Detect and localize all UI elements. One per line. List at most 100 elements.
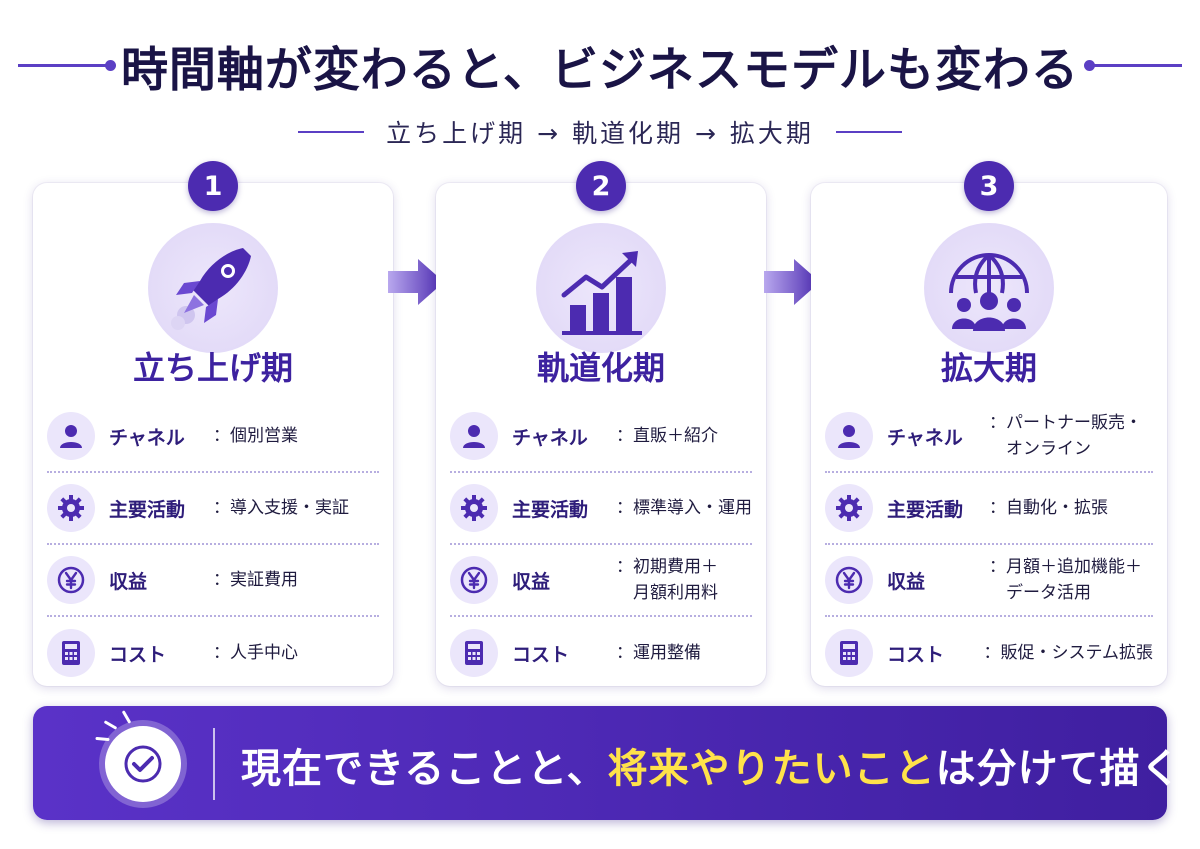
row-activity: 主要活動 ：自動化・拡張	[825, 473, 1153, 545]
banner-divider	[213, 728, 215, 800]
row-value: ：自動化・拡張	[989, 495, 1108, 521]
page-subtitle: 立ち上げ期 → 軌道化期 → 拡大期	[386, 119, 814, 148]
row-revenue: 収益 ：実証費用	[47, 545, 379, 617]
arrow-right-icon	[764, 259, 820, 305]
row-icon-circle	[825, 484, 873, 532]
growth-chart-icon	[561, 251, 642, 335]
row-icon-circle	[47, 484, 95, 532]
summary-banner: 現在できることと、将来やりたいことは分けて描く	[33, 706, 1181, 820]
row-value-line: ：運用整備	[616, 643, 701, 663]
row-icon-circle	[450, 556, 498, 604]
row-value-line: ：人手中心	[213, 643, 298, 663]
sparkle-mark	[121, 710, 132, 724]
row-label: 主要活動	[512, 498, 589, 521]
phase-title-2: 軌道化期	[536, 349, 665, 387]
banner-text-highlight: 将来やりたいこと	[607, 746, 936, 792]
row-value: ：初期費用＋ 月額利用料	[616, 554, 718, 606]
phase-rows-3: チャネル ：パートナー販売・ オンライン 主要活動 ：自動化・拡張 収益 ：月額…	[825, 401, 1153, 689]
row-label: 主要活動	[109, 498, 186, 521]
row-label: 収益	[109, 570, 148, 593]
subtitle-decor-line-right	[835, 131, 902, 133]
banner-text-before: 現在できることと、	[241, 746, 608, 792]
row-icon-circle	[825, 412, 873, 460]
row-activity: 主要活動 ：導入支援・実証	[47, 473, 379, 545]
calculator-icon	[62, 641, 80, 665]
title-area: 時間軸が変わると、ビジネスモデルも変わる	[0, 30, 1200, 100]
calculator-icon	[465, 641, 483, 665]
row-cost: コスト ：運用整備	[450, 617, 752, 689]
row-label: チャネル	[887, 426, 963, 449]
title-decor-dot-left	[105, 60, 116, 71]
row-icon-circle	[825, 629, 873, 677]
banner-text-after: は分けて描く	[935, 746, 1182, 792]
calculator-icon	[840, 641, 858, 665]
phase-rows-1: チャネル ：個別営業 主要活動 ：導入支援・実証 収益 ：実証費用	[47, 401, 379, 689]
yen-icon	[835, 566, 863, 594]
row-label: チャネル	[512, 426, 588, 449]
title-decor-line-right	[1092, 64, 1182, 67]
row-value-line: ：導入支援・実証	[213, 498, 349, 518]
row-value: ：運用整備	[616, 640, 701, 666]
row-channel: チャネル ：個別営業	[47, 401, 379, 473]
hero-icon-circle-3	[924, 223, 1054, 353]
row-value-line: ：標準導入・運用	[616, 498, 752, 518]
check-badge	[105, 726, 181, 802]
row-cost: コスト ：人手中心	[47, 617, 379, 689]
row-value: ：標準導入・運用	[616, 495, 752, 521]
row-value: ：人手中心	[213, 640, 298, 666]
row-value-line: データ活用	[989, 583, 1091, 603]
row-label: コスト	[887, 643, 945, 666]
row-value: ：パートナー販売・ オンライン	[989, 410, 1142, 462]
row-value: ：月額＋追加機能＋ データ活用	[989, 554, 1142, 606]
row-value-line: ：パートナー販売・	[989, 413, 1142, 433]
row-label: コスト	[109, 643, 167, 666]
phase-card-3: 3 拡大期 チャネル	[811, 161, 1167, 689]
row-label: コスト	[512, 643, 570, 666]
row-icon-circle	[450, 484, 498, 532]
person-icon	[463, 425, 485, 448]
row-icon-circle	[47, 412, 95, 460]
row-icon-circle	[825, 556, 873, 604]
person-icon	[838, 425, 860, 448]
phase-rows-2: チャネル ：直販＋紹介 主要活動 ：標準導入・運用 収益 ：初期費用＋ 月額利用…	[450, 401, 752, 689]
row-label: 主要活動	[887, 498, 964, 521]
row-value-line: オンライン	[989, 439, 1091, 459]
row-value: ：個別営業	[213, 423, 298, 449]
hero-icon-circle-1	[148, 223, 278, 353]
row-activity: 主要活動 ：標準導入・運用	[450, 473, 752, 545]
phase-card-2: 2 軌道化期 チャネル ：直販＋紹介 主要活動 ：標準	[436, 161, 766, 689]
row-value: ：直販＋紹介	[616, 423, 718, 449]
row-icon-circle	[47, 556, 95, 604]
globe-people-icon	[949, 253, 1029, 331]
checkmark-icon	[124, 745, 162, 783]
row-channel: チャネル ：パートナー販売・ オンライン	[825, 401, 1153, 473]
person-icon	[60, 425, 82, 448]
row-revenue: 収益 ：月額＋追加機能＋ データ活用	[825, 545, 1153, 617]
row-value: ：販促・システム拡張	[984, 640, 1154, 666]
phase-title-1: 立ち上げ期	[132, 349, 293, 387]
row-value-line: ：初期費用＋	[616, 557, 718, 577]
hero-icon-circle-2	[536, 223, 666, 353]
step-badge-2: 2	[576, 161, 626, 211]
row-value-line: ：自動化・拡張	[989, 498, 1108, 518]
row-value-line: ：販促・システム拡張	[983, 643, 1154, 663]
gear-icon	[461, 495, 487, 521]
title-decor-line-left	[18, 64, 108, 67]
subtitle-area: 立ち上げ期 → 軌道化期 → 拡大期	[0, 112, 1200, 152]
banner-message: 現在できることと、将来やりたいことは分けて描く	[241, 736, 1182, 794]
row-value-line: ：個別営業	[213, 426, 298, 446]
sparkle-mark	[103, 720, 118, 730]
row-label: 収益	[887, 570, 926, 593]
arrow-right-icon	[388, 259, 444, 305]
step-badge-1: 1	[188, 161, 238, 211]
row-label: チャネル	[109, 426, 185, 449]
yen-icon	[57, 566, 85, 594]
row-label: 収益	[512, 570, 551, 593]
phase-title-3: 拡大期	[940, 349, 1037, 387]
gear-icon	[58, 495, 84, 521]
subtitle-decor-line-left	[298, 131, 365, 133]
rocket-icon	[171, 248, 251, 330]
title-decor-dot-right	[1084, 60, 1095, 71]
row-icon-circle	[47, 629, 95, 677]
page-title: 時間軸が変わると、ビジネスモデルも変わる	[120, 42, 1080, 98]
